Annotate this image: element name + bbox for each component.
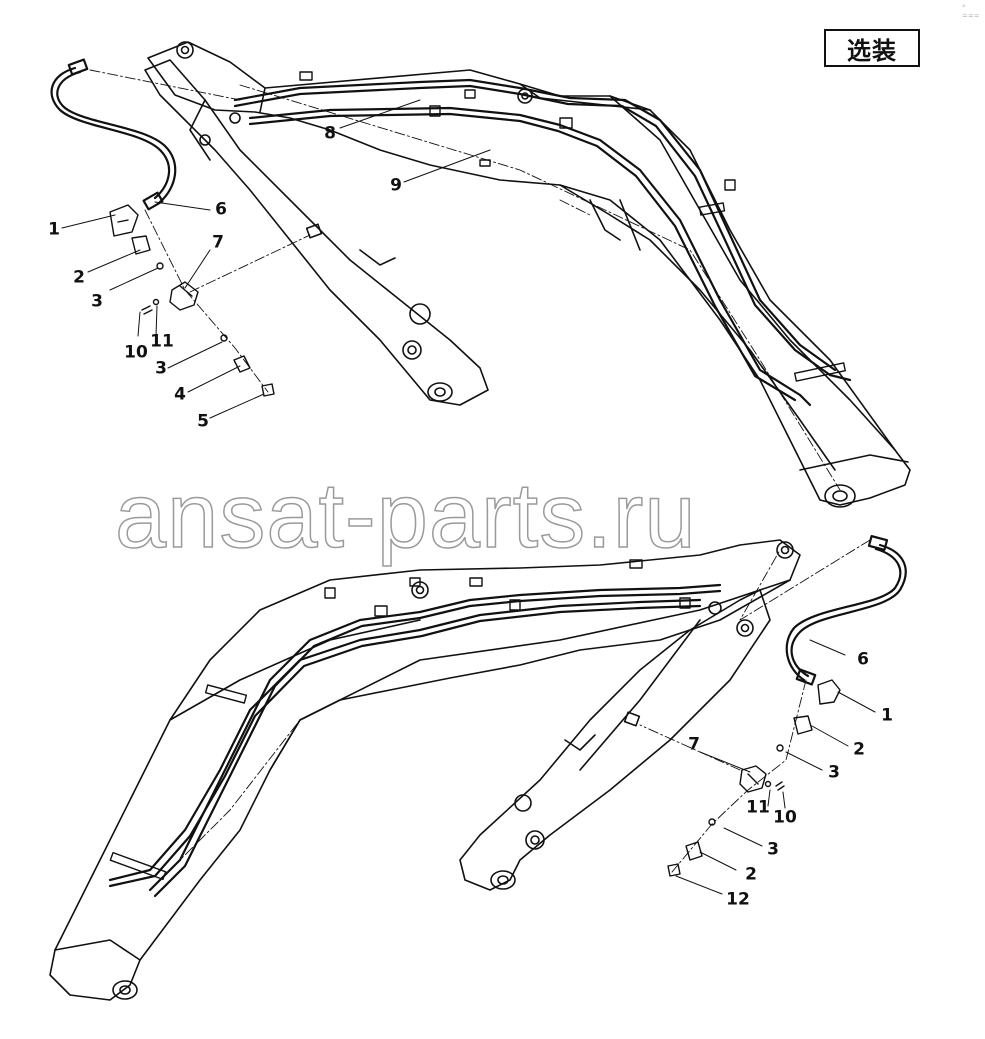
lower-centre-lines: [159, 539, 871, 881]
upper-leaders: [61, 99, 491, 419]
callout-bottom-2b: 2: [745, 864, 757, 885]
upper-arm: [144, 59, 489, 406]
lower-hose: [785, 534, 907, 686]
callout-bottom-3a: 3: [828, 762, 840, 783]
upper-boom: [147, 41, 911, 508]
lower-arm: [459, 589, 771, 891]
callout-top-8: 8: [324, 123, 336, 144]
callout-top-7: 7: [212, 232, 224, 253]
callout-bottom-11: 11: [746, 797, 770, 818]
callout-bottom-7: 7: [688, 734, 700, 755]
callout-bottom-10: 10: [773, 807, 797, 828]
callout-bottom-2a: 2: [853, 739, 865, 760]
optional-equipment-label: 选装: [824, 29, 920, 67]
callout-top-5: 5: [197, 411, 209, 432]
callout-top-11: 11: [150, 331, 174, 352]
upper-centre-lines: [89, 69, 841, 491]
upper-hose: [50, 58, 177, 211]
callout-bottom-1: 1: [881, 705, 893, 726]
callout-top-10: 10: [124, 342, 148, 363]
upper-fittings: [109, 204, 275, 397]
callout-top-4: 4: [174, 384, 186, 405]
callout-top-2: 2: [73, 267, 85, 288]
callout-bottom-3b: 3: [767, 839, 779, 860]
watermark-text: ansat-parts.ru: [114, 465, 697, 567]
callout-bottom-6: 6: [857, 649, 869, 670]
callout-top-6: 6: [215, 199, 227, 220]
callout-top-1: 1: [48, 219, 60, 240]
upper-line-clamps: [299, 71, 846, 382]
corner-mark: ° ===: [962, 4, 980, 20]
lower-fittings: [667, 679, 841, 877]
callout-top-3b: 3: [155, 358, 167, 379]
callout-bottom-12: 12: [726, 889, 750, 910]
upper-hydraulic-lines: [233, 78, 852, 407]
callout-top-9: 9: [390, 175, 402, 196]
lower-hydraulic-lines: [108, 583, 722, 898]
lower-boom: [49, 539, 801, 1001]
callout-top-3a: 3: [91, 291, 103, 312]
lower-leaders: [675, 639, 876, 895]
lower-line-clamps: [109, 559, 691, 881]
